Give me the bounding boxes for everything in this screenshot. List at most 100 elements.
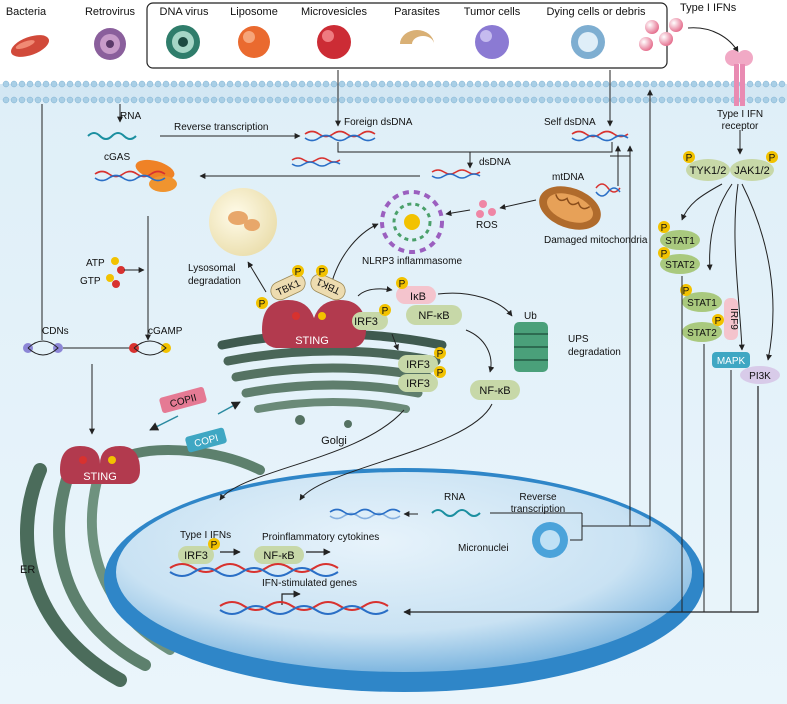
label-ub: Ub [524,311,537,322]
label-nuc-rt-2: transcription [511,504,565,515]
atp-gtp-molecules [106,257,125,288]
self-dsdna-strand [571,130,629,142]
label-dsdna: dsDNA [479,157,511,168]
tyk-badge [683,151,730,181]
stat1-a [658,221,700,250]
copi-badge [185,427,227,453]
arrow-irf3-dimer [391,333,399,351]
arrow-copii [149,415,179,431]
ikb-badge [396,277,436,304]
copii-badge [159,386,207,414]
label-isg: IFN-stimulated genes [262,578,357,589]
label-p-4: P [382,306,389,317]
label-er: ER [20,564,35,576]
ifn-receptor [725,50,753,106]
label-tumor-cells: Tumor cells [464,6,521,18]
label-micronuclei: Micronuclei [458,543,509,554]
label-p-2: P [319,267,326,278]
arrow-to-lysosome [247,261,267,293]
label-type1-ifns-top: Type I IFNs [680,2,737,14]
dsdna-strand-mid [431,169,481,179]
arrow-to-ikb [357,286,393,297]
phospho-tbk1 [256,265,328,309]
label-reverse-transcription: Reverse transcription [174,122,268,133]
label-ups-1: UPS [568,334,589,345]
label-jak: JAK1/2 [734,165,769,177]
label-tyk: TYK1/2 [690,165,727,177]
irf3-dimer [398,347,446,392]
label-microvesicles: Microvesicles [301,6,368,18]
retrovirus-icon [94,28,126,60]
label-nuc-rna: RNA [444,492,465,503]
arrow-jak-stat [681,183,723,221]
dying-cells-icon [571,25,605,59]
irf3-badge [352,304,391,330]
label-nuc-rt-1: Reverse [519,492,557,503]
line-dsdna-merge [337,142,613,153]
arrow-copi [217,401,241,415]
label-self-dsdna: Self dsDNA [544,117,596,128]
jak-badge [730,151,778,181]
tbk1-complex [270,273,346,301]
arrow-jak-stat-complex [706,183,733,271]
label-ros: ROS [476,220,498,231]
arrow-jak-pi3k [741,183,774,361]
cdns-icon [23,340,63,356]
arrow-nfkb-into-nucleus [299,403,493,501]
label-p-5: P [399,279,406,290]
label-p-6: P [437,349,444,360]
ros-icon [476,200,496,218]
arrow-nfkb-free [465,329,495,373]
label-p-1: P [295,267,302,278]
mtdna-strand [595,183,621,197]
parasites-icon [400,30,434,44]
foreign-dsdna-strand [304,130,376,142]
pi3k-badge [740,366,780,384]
label-p-11: P [661,223,668,234]
nuc-rna-strand [431,509,481,517]
bacteria-icon [10,35,50,57]
label-damaged-mito: Damaged mitochondria [544,235,648,246]
label-p-13: P [683,286,690,297]
label-parasites: Parasites [394,6,440,18]
arrow-mito-ros [499,199,537,210]
label-receptor-1: Type I IFN [717,109,763,120]
label-p-14: P [715,316,722,327]
label-stat1-a: STAT1 [665,236,695,247]
nuc-irf3-badge [178,538,220,564]
label-proinflammatory: Proinflammatory cytokines [262,532,379,543]
label-nfkb: NF-κB [418,310,449,322]
label-receptor-2: receptor [722,121,759,132]
nucleus [104,468,704,692]
micronucleus-dna [329,508,401,520]
label-p-12: P [661,249,668,260]
micronuclei-icon [532,522,568,558]
cgamp-icon [129,340,171,356]
nfkb-free-badge [470,380,520,400]
label-retrovirus: Retrovirus [85,6,136,18]
irf9-badge [724,298,738,340]
nlrp3-inflammasome-icon [380,190,444,254]
label-nlrp3: NLRP3 inflammasome [362,256,462,267]
microvesicles-icon [317,25,351,59]
label-lyso-2: degradation [188,276,241,287]
mapk-badge [712,352,750,368]
nuc-dna-1 [169,563,339,577]
label-nuc-irf3: IRF3 [184,550,208,562]
label-cgamp: cGAMP [148,326,183,337]
label-p-10: P [769,153,776,164]
label-dying-cells: Dying cells or debris [546,6,646,18]
label-stat2-b: STAT2 [687,328,717,339]
label-irf9: IRF9 [728,308,739,330]
label-stat1-b: STAT1 [687,298,717,309]
golgi-apparatus [217,329,447,428]
label-liposome: Liposome [230,6,278,18]
arrow-ikb-ups [437,292,513,317]
arrow-ifn-receptor [687,27,739,53]
rna-strand [87,132,137,140]
label-sting-er: STING [83,471,117,483]
label-p-9: P [686,153,693,164]
cell-membrane [0,80,787,104]
